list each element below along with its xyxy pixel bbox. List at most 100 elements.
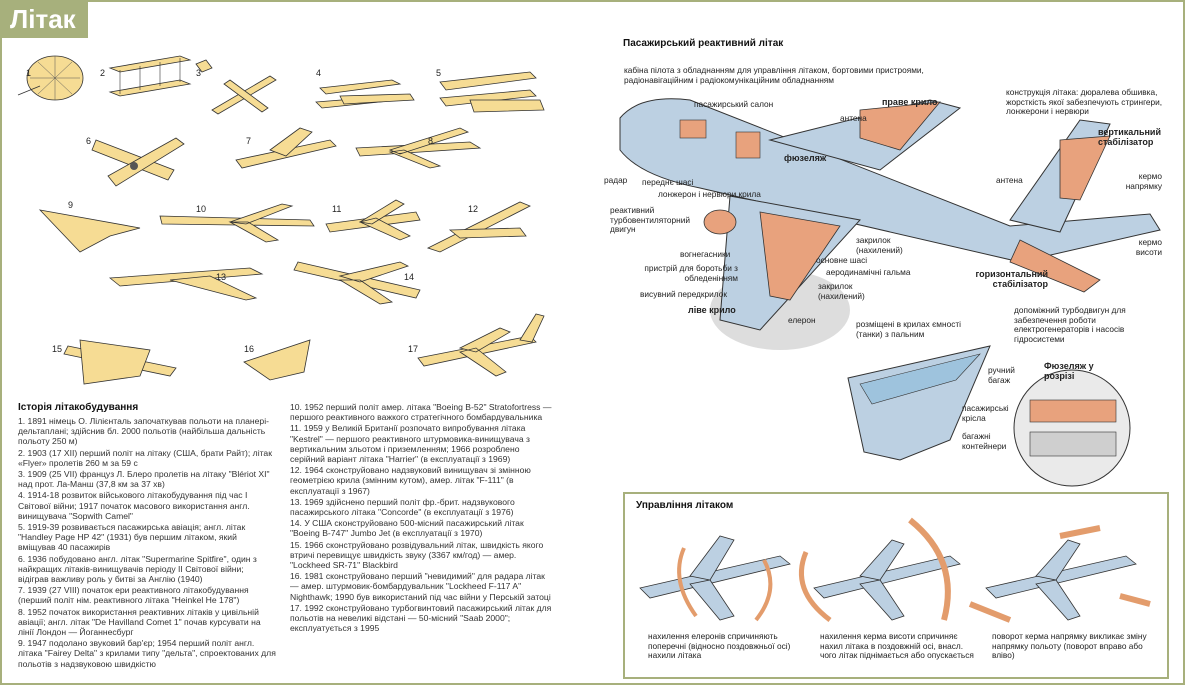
label-apu: допоміжний турбодвигун для забезпечення …	[1014, 305, 1126, 344]
label-containers: багажні контейнери	[962, 431, 1007, 451]
history-item: 5. 1919-39 розвивається пасажирська авіа…	[18, 522, 246, 553]
plane-number-12: 12	[468, 204, 479, 214]
jet-cutaway-drawing	[619, 98, 1161, 350]
plane-6-drawing	[91, 137, 185, 187]
history-item: 17. 1992 сконструйовано турбогвинтовий п…	[290, 602, 552, 634]
plane-number-8: 8	[428, 136, 434, 146]
history-item: 12. 1964 сконструйовано надзвуковий вини…	[290, 465, 531, 496]
plane-number-3: 3	[196, 68, 202, 78]
history-item: 14. У США сконструйовано 500-місний паса…	[290, 518, 524, 539]
label-slat: висувний передкрилок	[640, 289, 727, 299]
control-caption-ailerons: нахилення елеронів спричиняють поперечні…	[648, 631, 791, 661]
plane-5-drawing	[439, 71, 545, 113]
fuselage-section-drawing	[1013, 369, 1131, 487]
plane-number-5: 5	[436, 68, 442, 78]
label-right-wing: праве крило	[882, 97, 938, 107]
label-luggage: ручний багаж	[988, 365, 1015, 385]
label-main-gear: основне шасі	[816, 255, 868, 265]
plane-11-drawing	[325, 199, 421, 241]
label-flap-1: закрилок (нахилений)	[856, 235, 903, 255]
history-item: 7. 1939 (27 VIII) початок ери реактивног…	[18, 585, 249, 606]
plane-13-drawing	[108, 267, 264, 301]
label-airbrake: аеродинамічні гальма	[826, 267, 911, 277]
plane-number-15: 15	[52, 344, 63, 354]
title-tab	[0, 0, 88, 38]
label-rudder: кермо напрямку	[1125, 171, 1162, 191]
history-column-2: 10. 1952 перший політ амер. літака "Boei…	[290, 402, 552, 634]
control-caption-elevator: нахилення керма висоти спричиняє нахил л…	[820, 631, 974, 661]
plane-number-9: 9	[68, 200, 74, 210]
plane-number-11: 11	[332, 204, 342, 214]
history-item: 2. 1903 (17 XII) перший політ на літаку …	[18, 447, 272, 468]
label-seats: пасажирські крісла	[962, 403, 1009, 423]
plane-number-10: 10	[196, 204, 207, 214]
label-construction: конструкція літака: дюралева обшивка, жо…	[1006, 87, 1163, 117]
history-title: Історія літакобудування	[18, 402, 139, 413]
history-item: 13. 1969 здійснено перший політ фр.-брит…	[290, 496, 515, 518]
wing-tanks-drawing	[847, 345, 991, 461]
history-item: 9. 1947 подолано звуковий бар'єр; 1954 п…	[18, 638, 276, 669]
control-plane-3	[968, 525, 1151, 623]
history-item: 3. 1909 (25 VII) француз Л. Блеро пролет…	[18, 469, 270, 490]
plane-number-16: 16	[244, 344, 255, 354]
label-tanks: розміщені в крилах ємності (танки) з пал…	[856, 319, 961, 339]
plane-number-1: 1	[26, 68, 32, 78]
plane-number-2: 2	[100, 68, 106, 78]
label-elevator: кермо висоти	[1135, 237, 1162, 257]
history-item: 1. 1891 німець О. Лілієнталь започаткува…	[18, 416, 269, 447]
plane-number-14: 14	[404, 272, 415, 282]
label-antenna-2: антена	[996, 175, 1023, 185]
label-left-wing: ліве крило	[688, 305, 736, 315]
label-horizontal-stabilizer: горизонтальний стабілізатор	[975, 269, 1048, 289]
label-deicing: пристрій для боротьби з обледенінням	[644, 263, 738, 283]
label-antenna-1: антена	[840, 113, 867, 123]
plane-number-4: 4	[316, 68, 322, 78]
label-cabin: пасажирський салон	[694, 99, 774, 109]
plane-1-drawing	[17, 55, 84, 101]
history-item: 15. 1966 сконструйовано розвідувальний л…	[290, 539, 544, 571]
label-cockpit: кабіна пілота з обладнанням для управлін…	[624, 65, 924, 85]
plane-17-drawing	[417, 313, 545, 377]
label-engine: реактивний турбовентиляторний двигун	[610, 205, 690, 235]
page-title: Літак	[10, 4, 76, 34]
history-column-1: 1. 1891 німець О. Лілієнталь започаткува…	[18, 416, 276, 670]
control-title: Управління літаком	[636, 500, 734, 511]
history-item: 6. 1936 побудовано англ. літак "Supermar…	[18, 553, 257, 585]
control-caption-rudder: поворот керма напрямку викликає зміну на…	[992, 631, 1147, 661]
plane-number-17: 17	[408, 344, 419, 354]
plane-number-13: 13	[216, 272, 227, 282]
plane-8-drawing	[355, 127, 482, 169]
label-extinguishers: вогнегасники	[680, 249, 731, 259]
history-item: 11. 1959 у Великій Британії розпочато ви…	[290, 423, 530, 465]
plane-4-drawing	[315, 79, 415, 109]
label-flap-2: закрилок (нахилений)	[818, 281, 865, 301]
label-aileron: елерон	[788, 315, 816, 325]
label-wing-spar: лонжерон і нервюри крила	[658, 189, 761, 199]
label-fuselage-section: Фюзеляж у розрізі	[1044, 361, 1094, 381]
history-item: 10. 1952 перший політ амер. літака "Boei…	[290, 402, 552, 423]
plane-number-6: 6	[86, 136, 92, 146]
label-fuselage: фюзеляж	[784, 153, 827, 163]
plane-12-drawing	[426, 201, 531, 253]
plane-15-drawing	[63, 339, 177, 385]
plane-14-drawing	[293, 261, 421, 305]
label-radar: радар	[604, 175, 628, 185]
label-vertical-stabilizer: вертикальний стабілізатор	[1098, 127, 1161, 147]
jet-section-title: Пасажирський реактивний літак	[623, 38, 784, 49]
label-nose-gear: переднє шасі	[642, 177, 694, 187]
control-plane-2	[798, 517, 961, 622]
history-item: 4. 1914-18 розвиток військового літакобу…	[18, 490, 250, 521]
history-item: 16. 1981 сконструйовано перший "невидими…	[290, 571, 551, 602]
plane-10-drawing	[159, 203, 315, 243]
plane-3-drawing	[195, 59, 277, 115]
plane-7-drawing	[235, 127, 337, 169]
history-item: 8. 1952 початок використання реактивних …	[18, 606, 261, 638]
plane-number-7: 7	[246, 136, 252, 146]
control-plane-1	[639, 535, 791, 622]
control-panel	[623, 492, 1169, 679]
plane-9-drawing	[38, 209, 141, 253]
plane-2-drawing	[108, 55, 192, 97]
plane-16-drawing	[243, 339, 311, 381]
